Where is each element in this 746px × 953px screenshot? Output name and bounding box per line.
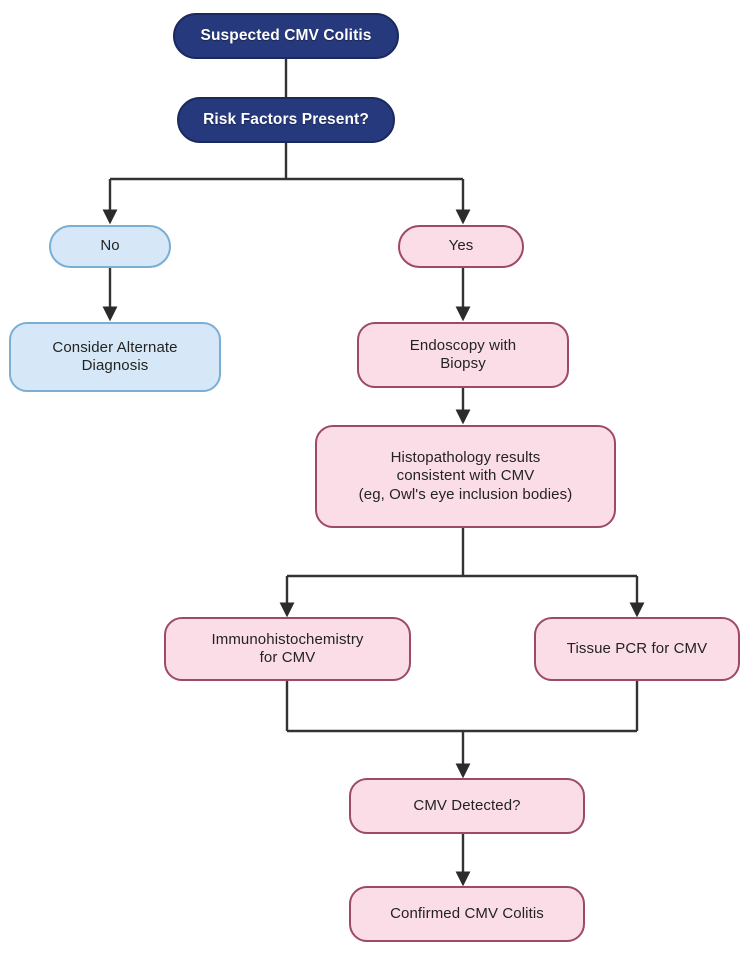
node-yes[interactable]: Yes <box>398 225 524 268</box>
node-histopathology-results[interactable]: Histopathology results consistent with C… <box>315 425 616 528</box>
node-tissue-pcr-for-cmv[interactable]: Tissue PCR for CMV <box>534 617 740 681</box>
node-risk-factors-present[interactable]: Risk Factors Present? <box>177 97 395 143</box>
node-endoscopy-with-biopsy[interactable]: Endoscopy with Biopsy <box>357 322 569 388</box>
node-no[interactable]: No <box>49 225 171 268</box>
node-cmv-detected[interactable]: CMV Detected? <box>349 778 585 834</box>
node-confirmed-cmv-colitis[interactable]: Confirmed CMV Colitis <box>349 886 585 942</box>
node-immunohistochemistry-for-cmv[interactable]: Immunohistochemistry for CMV <box>164 617 411 681</box>
node-consider-alternate-diagnosis[interactable]: Consider Alternate Diagnosis <box>9 322 221 392</box>
node-suspected-cmv-colitis[interactable]: Suspected CMV Colitis <box>173 13 399 59</box>
